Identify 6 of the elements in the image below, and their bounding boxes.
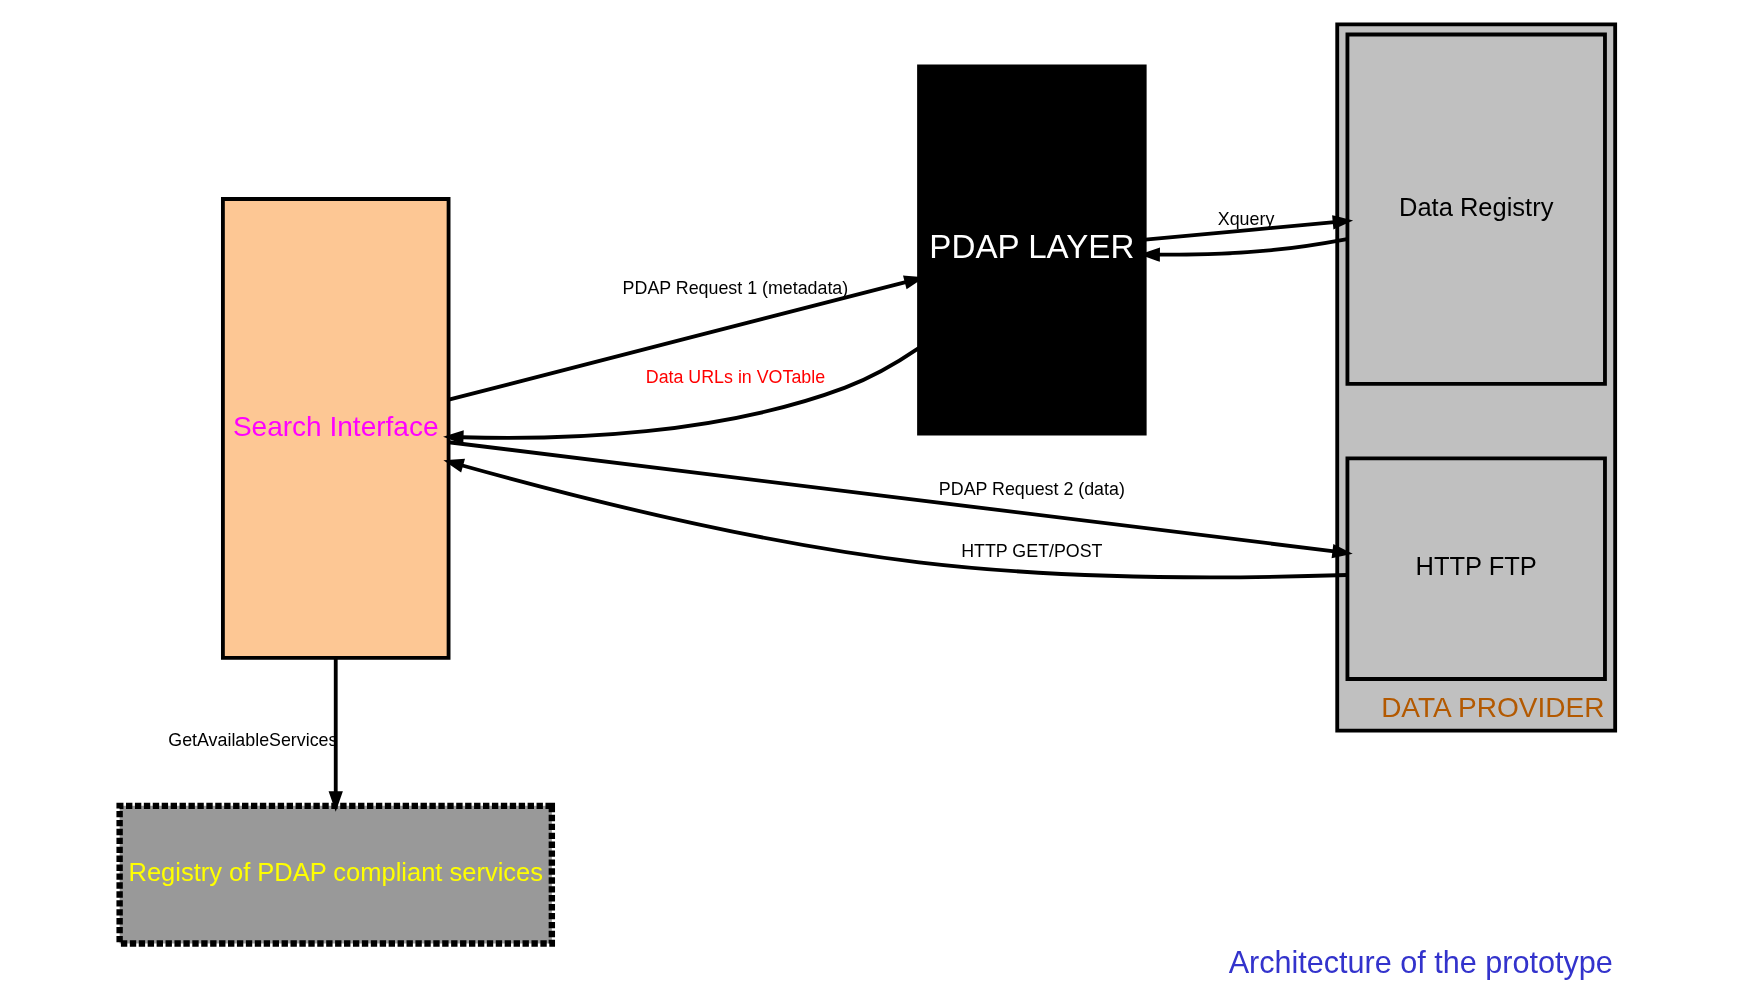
caption: Architecture of the prototype (1228, 944, 1613, 979)
edge-label: HTTP GET/POST (961, 540, 1103, 561)
edge-label: PDAP Request 1 (metadata) (622, 277, 849, 298)
edge-label: Data URLs in VOTable (645, 366, 826, 387)
edge-label: PDAP Request 2 (data) (938, 478, 1125, 499)
edge-label: Xquery (1217, 208, 1275, 229)
